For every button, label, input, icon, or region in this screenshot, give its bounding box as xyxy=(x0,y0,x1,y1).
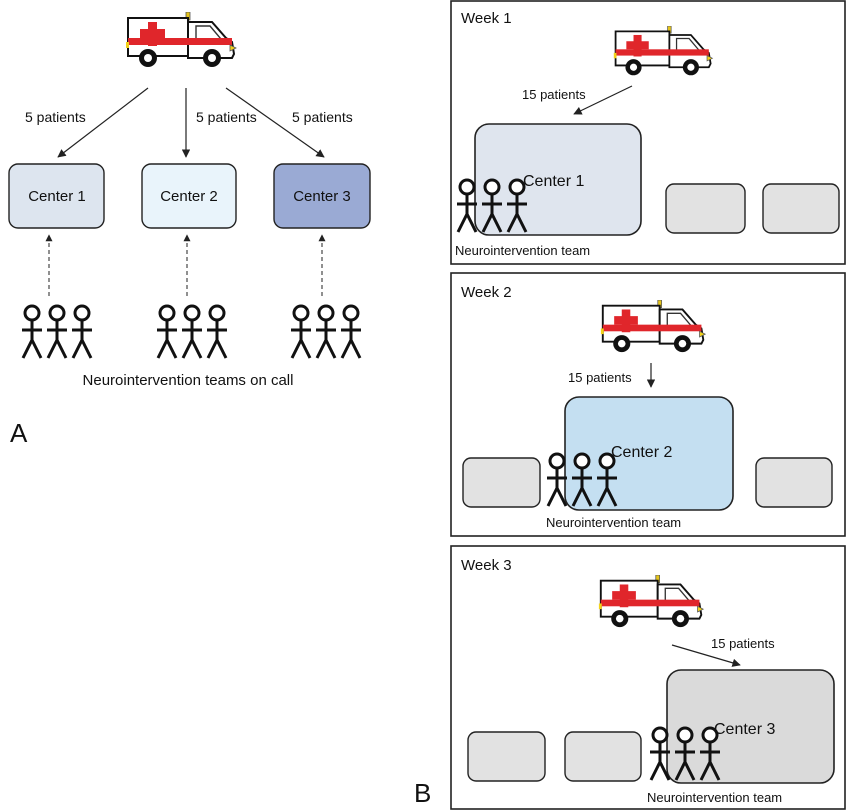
center-2-label: Center 2 xyxy=(160,188,218,205)
team-figures-3 xyxy=(291,306,361,358)
week-3-arrow xyxy=(671,644,741,667)
week-1-inactive-center xyxy=(665,183,746,234)
flow-arrow-center-1 xyxy=(57,87,149,158)
week-1-panel: Week 1 15 patients Center 1 Neurointerve… xyxy=(450,0,846,265)
center-2-box xyxy=(141,163,237,229)
team-figures-2 xyxy=(157,306,227,358)
panel-b-label: B xyxy=(414,778,431,808)
week-2-patients: 15 patients xyxy=(568,370,632,385)
center-3-box xyxy=(273,163,371,229)
flow-label-2: 5 patients xyxy=(196,109,257,125)
week-2-panel: Week 2 15 patients Center 2 Neurointerve… xyxy=(450,272,846,537)
week-2-center-label: Center 2 xyxy=(611,444,672,461)
panel-a: 5 patients 5 patients 5 patients Center … xyxy=(8,12,371,448)
week-2-inactive-center xyxy=(755,457,833,508)
week-1-team-label: Neurointervention team xyxy=(455,243,590,258)
week-3-center-label: Center 3 xyxy=(714,721,775,738)
week-3-panel: Week 3 15 patients Center 3 Neurointerve… xyxy=(450,545,846,810)
center-1-box xyxy=(8,163,105,229)
week-3-patients: 15 patients xyxy=(711,636,775,651)
on-call-caption: Neurointervention teams on call xyxy=(83,372,294,389)
week-1-inactive-center xyxy=(762,183,840,234)
team-figures-1 xyxy=(22,306,92,358)
center-1-label: Center 1 xyxy=(28,188,86,205)
week-3-inactive-center xyxy=(564,731,642,782)
week-3-team-label: Neurointervention team xyxy=(647,790,782,805)
week-1-arrow xyxy=(573,85,633,115)
week-2-inactive-center xyxy=(462,457,541,508)
week-1-patients: 15 patients xyxy=(522,87,586,102)
ambulance-icon xyxy=(126,12,237,68)
center-3-label: Center 3 xyxy=(293,188,351,205)
flow-arrow-center-3 xyxy=(225,87,325,158)
flow-label-1: 5 patients xyxy=(25,109,86,125)
flow-label-3: 5 patients xyxy=(292,109,353,125)
week-2-title: Week 2 xyxy=(461,284,512,301)
week-3-title: Week 3 xyxy=(461,557,512,574)
week-3-inactive-center xyxy=(467,731,546,782)
week-2-team-label: Neurointervention team xyxy=(546,515,681,530)
week-1-center-label: Center 1 xyxy=(523,173,584,190)
week-1-title: Week 1 xyxy=(461,10,512,27)
panel-a-label: A xyxy=(10,418,28,448)
